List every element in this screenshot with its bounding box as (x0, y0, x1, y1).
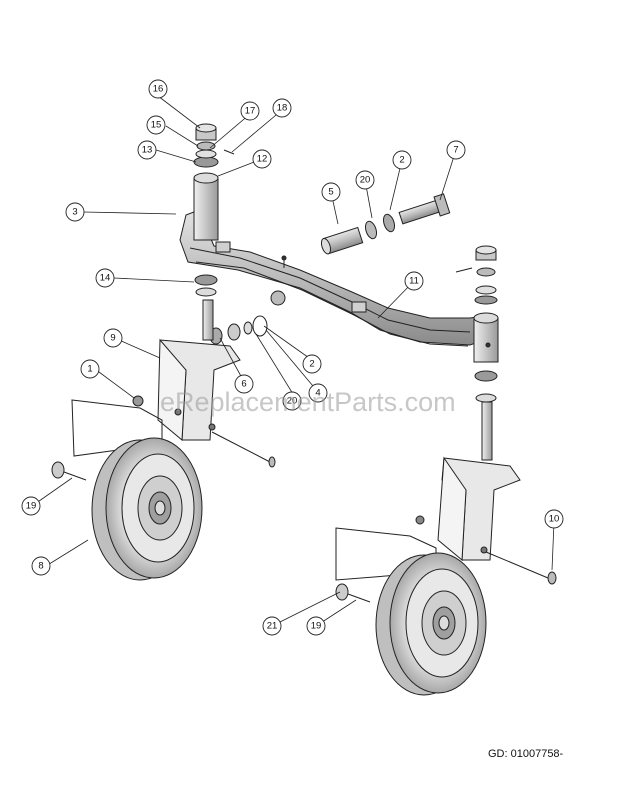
callout-20-upper: 20 (355, 170, 375, 190)
document-id: GD: 01007758- (488, 748, 564, 760)
callout-9: 9 (103, 328, 123, 348)
callout-18: 18 (272, 98, 292, 118)
beam-spacer-washers (209, 315, 268, 345)
callout-21: 21 (262, 616, 282, 636)
svg-text:1: 1 (87, 364, 92, 375)
svg-text:3: 3 (72, 207, 77, 218)
callout-4: 4 (308, 383, 328, 403)
callout-16: 16 (148, 79, 168, 99)
svg-text:17: 17 (245, 106, 256, 117)
svg-text:5: 5 (328, 187, 333, 198)
svg-text:11: 11 (409, 276, 419, 287)
callout-15: 15 (146, 115, 166, 135)
svg-text:14: 14 (100, 273, 111, 284)
right-upper-bearing-stack (455, 245, 498, 305)
callout-17: 17 (240, 101, 260, 121)
svg-text:2: 2 (309, 359, 314, 370)
svg-text:6: 6 (241, 379, 246, 390)
svg-text:2: 2 (399, 155, 404, 166)
right-wheel (375, 552, 487, 696)
svg-text:10: 10 (549, 514, 560, 525)
right-lower-bearing (474, 370, 498, 403)
svg-text:16: 16 (153, 84, 164, 95)
watermark-text: eReplacementParts.com (160, 387, 456, 417)
left-upper-bearing-stack (193, 123, 235, 168)
right-caster-yoke (415, 401, 521, 562)
callout-10: 10 (544, 509, 564, 529)
svg-text:13: 13 (142, 145, 153, 156)
callout-8: 8 (31, 556, 51, 576)
svg-text:15: 15 (151, 120, 162, 131)
callout-11: 11 (404, 271, 424, 291)
callouts: 16 17 18 15 13 12 3 14 5 20 2 7 11 9 2 1… (21, 79, 564, 636)
callout-2-lower: 2 (302, 354, 322, 374)
right-wheel-spacer (335, 583, 371, 603)
callout-1: 1 (80, 359, 100, 379)
callout-3: 3 (65, 202, 85, 222)
svg-text:20: 20 (360, 175, 371, 186)
left-wheel-spacer (51, 461, 87, 481)
callout-14: 14 (95, 268, 115, 288)
svg-text:19: 19 (311, 621, 322, 632)
svg-text:18: 18 (277, 103, 288, 114)
left-axle-bolt (211, 431, 276, 468)
left-wheel-outline-box (71, 399, 163, 457)
callout-6: 6 (234, 374, 254, 394)
right-axle-bolt (485, 551, 557, 585)
callout-7: 7 (446, 140, 466, 160)
lock-nut (132, 395, 144, 407)
axle-beam (179, 204, 493, 347)
svg-text:8: 8 (38, 561, 43, 572)
callout-19-right: 19 (306, 616, 326, 636)
svg-text:21: 21 (267, 621, 278, 632)
callout-20-lower: 20 (282, 391, 302, 411)
left-caster-yoke (157, 299, 241, 442)
callout-2-upper: 2 (392, 150, 412, 170)
svg-text:4: 4 (315, 388, 320, 399)
svg-text:19: 19 (26, 501, 37, 512)
svg-text:20: 20 (287, 396, 298, 407)
right-spindle-housing (473, 312, 499, 363)
callout-19-left: 19 (21, 496, 41, 516)
left-lower-bearing (194, 274, 218, 297)
left-wheel (91, 437, 203, 581)
svg-text:7: 7 (453, 145, 458, 156)
svg-text:9: 9 (110, 333, 115, 344)
callout-12: 12 (252, 149, 272, 169)
left-spindle-housing (193, 172, 219, 241)
callout-13: 13 (137, 140, 157, 160)
callout-5: 5 (321, 182, 341, 202)
svg-text:12: 12 (257, 154, 268, 165)
pivot-bolt-assembly (320, 193, 451, 255)
